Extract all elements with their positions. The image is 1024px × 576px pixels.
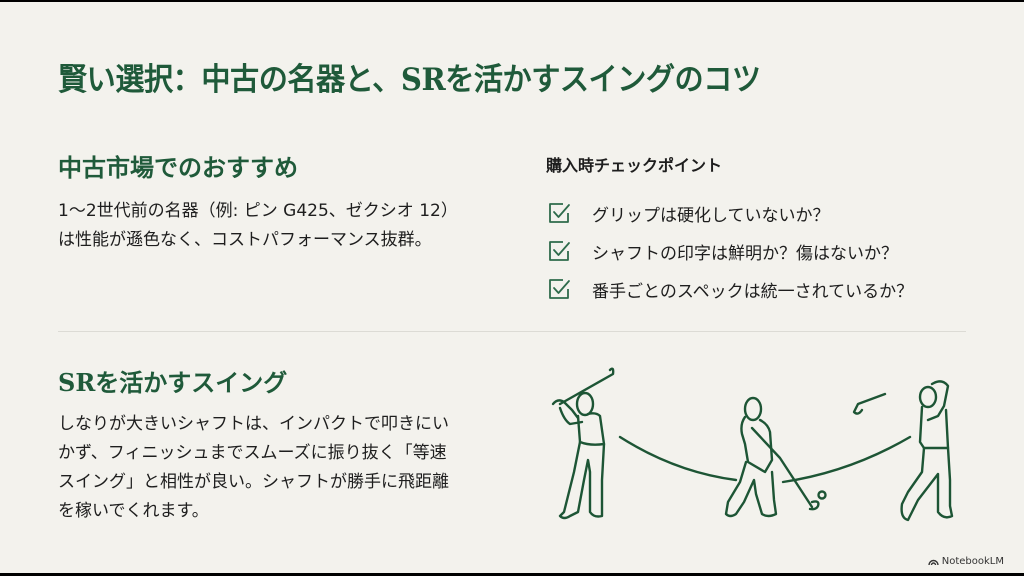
swing-body-line: スイング」と相性が良い。シャフトが勝手に飛距離 (58, 472, 449, 492)
notebooklm-logo-icon (928, 559, 939, 566)
checkpoint-text: グリップは硬化していないか？ (592, 205, 830, 226)
checkpoints-heading: 購入時チェックポイント (546, 156, 723, 175)
checkpoint-text: 番手ごとのスペックは統一されているか？ (592, 281, 914, 302)
swing-body-line: を稼いでくれます。 (58, 501, 209, 521)
checkpoint-item: グリップは硬化していないか？ (546, 194, 913, 232)
swing-body-line: しなりが大きいシャフトは、インパクトで叩きにい (58, 414, 449, 434)
checkpoint-text: シャフトの印字は鮮明か？傷はないか？ (592, 243, 898, 264)
swing-body: しなりが大きいシャフトは、インパクトで叩きにい かず、フィニッシュまでスムーズに… (58, 410, 449, 526)
golf-swing-illustration (551, 367, 954, 522)
swing-body-line: かず、フィニッシュまでスムーズに振り抜く「等速 (58, 443, 447, 463)
checkpoint-item: シャフトの印字は鮮明か？傷はないか？ (546, 232, 913, 270)
checkbox-checked-icon (549, 241, 570, 261)
used-market-body: 1〜2世代前の名器（例: ピン G425、ゼクシオ 12） は性能が遜色なく、コ… (58, 197, 458, 255)
checkbox-checked-icon (549, 203, 570, 223)
swing-arc-right (781, 435, 912, 484)
checkbox-checked-icon (549, 279, 570, 299)
golfer-backswing-icon (551, 367, 615, 520)
checkpoint-item: 番手ごとのスペックは統一されているか？ (546, 270, 913, 308)
golfer-impact-icon (724, 396, 827, 518)
checkpoint-list: グリップは硬化していないか？ シャフトの印字は鮮明か？傷はないか？ 番手ごとのス… (546, 194, 913, 308)
used-market-body-line: 1〜2世代前の名器（例: ピン G425、ゼクシオ 12） (58, 201, 458, 221)
golfer-finish-icon (852, 380, 954, 522)
used-market-heading: 中古市場でのおすすめ (58, 153, 298, 182)
swing-heading: SRを活かすスイング (58, 368, 288, 397)
brand-label: NotebookLM (941, 556, 1004, 567)
used-market-body-line: は性能が遜色なく、コストパフォーマンス抜群。 (58, 230, 432, 250)
slide-title: 賢い選択：中古の名器と、SRを活かすスイングのコツ (58, 62, 761, 98)
notebooklm-brand: NotebookLM (928, 556, 1004, 567)
section-divider (58, 331, 966, 332)
swing-arc-left (618, 435, 738, 482)
